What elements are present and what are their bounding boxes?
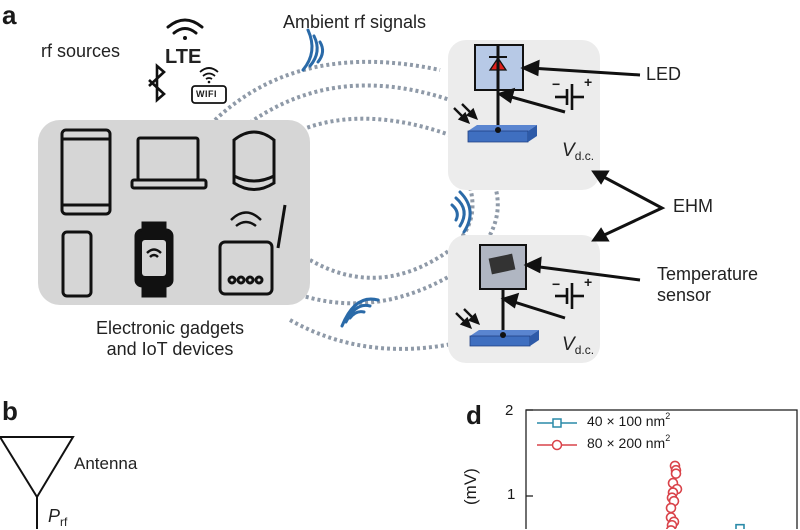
temp-label-line2: sensor: [657, 284, 712, 305]
battery-minus-bottom: −: [552, 276, 561, 292]
temperature-sensor-label: Temperature sensor: [657, 264, 758, 305]
battery-plus-top: +: [584, 74, 593, 90]
tablet-icon: [60, 128, 112, 216]
rf-wave-icon-bottom: [340, 297, 380, 328]
laptop-icon: [130, 136, 208, 190]
legend-marker-square: [552, 418, 562, 428]
signal-arc: [289, 318, 471, 351]
series-2-point: [670, 468, 682, 479]
series-1-point: [735, 523, 745, 529]
rf-wave-icon-top: [301, 28, 325, 72]
plot-frame: [525, 409, 798, 529]
vdc-label-top: Vd.c.: [562, 140, 594, 164]
temp-label-line1: Temperature: [657, 264, 759, 284]
substrate-top: [468, 125, 537, 131]
router-icon: [218, 204, 287, 296]
battery-plus-bottom: +: [584, 274, 593, 290]
vdc-sub: d.c.: [574, 149, 595, 163]
smartwatch-icon: [134, 221, 174, 298]
ambient-rf-title: Ambient rf signals: [283, 12, 427, 32]
router-wifi-icon: [230, 211, 262, 221]
devices-caption-line2: and IoT devices: [106, 338, 234, 359]
signal-arc: [309, 248, 452, 280]
rf-wave-icon-middle: [450, 190, 472, 234]
wifi-label: WIFI: [196, 89, 217, 99]
led-label: LED: [646, 64, 682, 84]
series-2-point: [665, 525, 677, 529]
smartphone-icon: [61, 230, 93, 298]
led-pointer-arrow: [529, 66, 641, 77]
incident-light-arrows: [453, 103, 481, 330]
antenna-icon: [0, 436, 75, 529]
legend-label-1: 40 × 100 nm: [587, 413, 666, 429]
prf-label: Prf: [48, 506, 67, 530]
battery-icon-bottom: [555, 283, 584, 309]
legend-label-2: 80 × 200 nm: [587, 435, 666, 451]
prf-sub: rf: [60, 515, 68, 529]
devices-caption: Electronic gadgets and IoT devices: [40, 318, 300, 359]
legend-marker-circle: [551, 439, 563, 451]
temperature-sensor-icon: [488, 253, 516, 275]
wifi-badge-icon: [191, 85, 227, 104]
wifi-badge-wifi-icon: [199, 67, 219, 84]
panel-label-a: a: [2, 0, 17, 30]
panel-label-b: b: [2, 396, 18, 426]
vdc-sub: d.c.: [574, 343, 595, 357]
y-tick-1: 1: [507, 486, 516, 503]
smart-speaker-icon: [232, 130, 276, 191]
legend-sup-2: 2: [665, 433, 671, 443]
bluetooth-icon: [148, 63, 166, 103]
series-2-point: [665, 502, 677, 514]
lte-label: LTE: [165, 46, 202, 68]
panel-label-d: d: [466, 400, 482, 430]
y-tick-2: 2: [505, 402, 514, 419]
y-axis-label: (mV): [461, 468, 480, 505]
devices-caption-line1: Electronic gadgets: [95, 318, 245, 338]
lte-wifi-icon: [166, 18, 204, 40]
vdc-pointer-arrow-top: [503, 93, 566, 114]
vdc-label-bottom: Vd.c.: [562, 334, 594, 358]
prf-main: P: [48, 506, 61, 526]
legend-entry-2: 80 × 200 nm2: [587, 433, 670, 451]
ehm-bracket-arrows: [599, 173, 666, 239]
signal-arc: [299, 268, 462, 306]
battery-minus-top: −: [552, 76, 561, 92]
vdc-main: V: [562, 140, 575, 161]
vdc-pointer-arrow-bottom: [507, 298, 566, 320]
ehm-label: EHM: [673, 196, 713, 216]
legend-sup-1: 2: [665, 411, 671, 421]
vdc-main: V: [562, 334, 575, 355]
watch-wifi-icon: [146, 248, 162, 254]
legend-entry-1: 40 × 100 nm2: [587, 411, 670, 429]
temp-pointer-arrow: [531, 264, 641, 282]
rf-sources-title: rf sources: [41, 41, 121, 61]
battery-icon-top: [555, 84, 584, 110]
signal-arc: [213, 59, 441, 122]
antenna-label: Antenna: [74, 454, 138, 473]
